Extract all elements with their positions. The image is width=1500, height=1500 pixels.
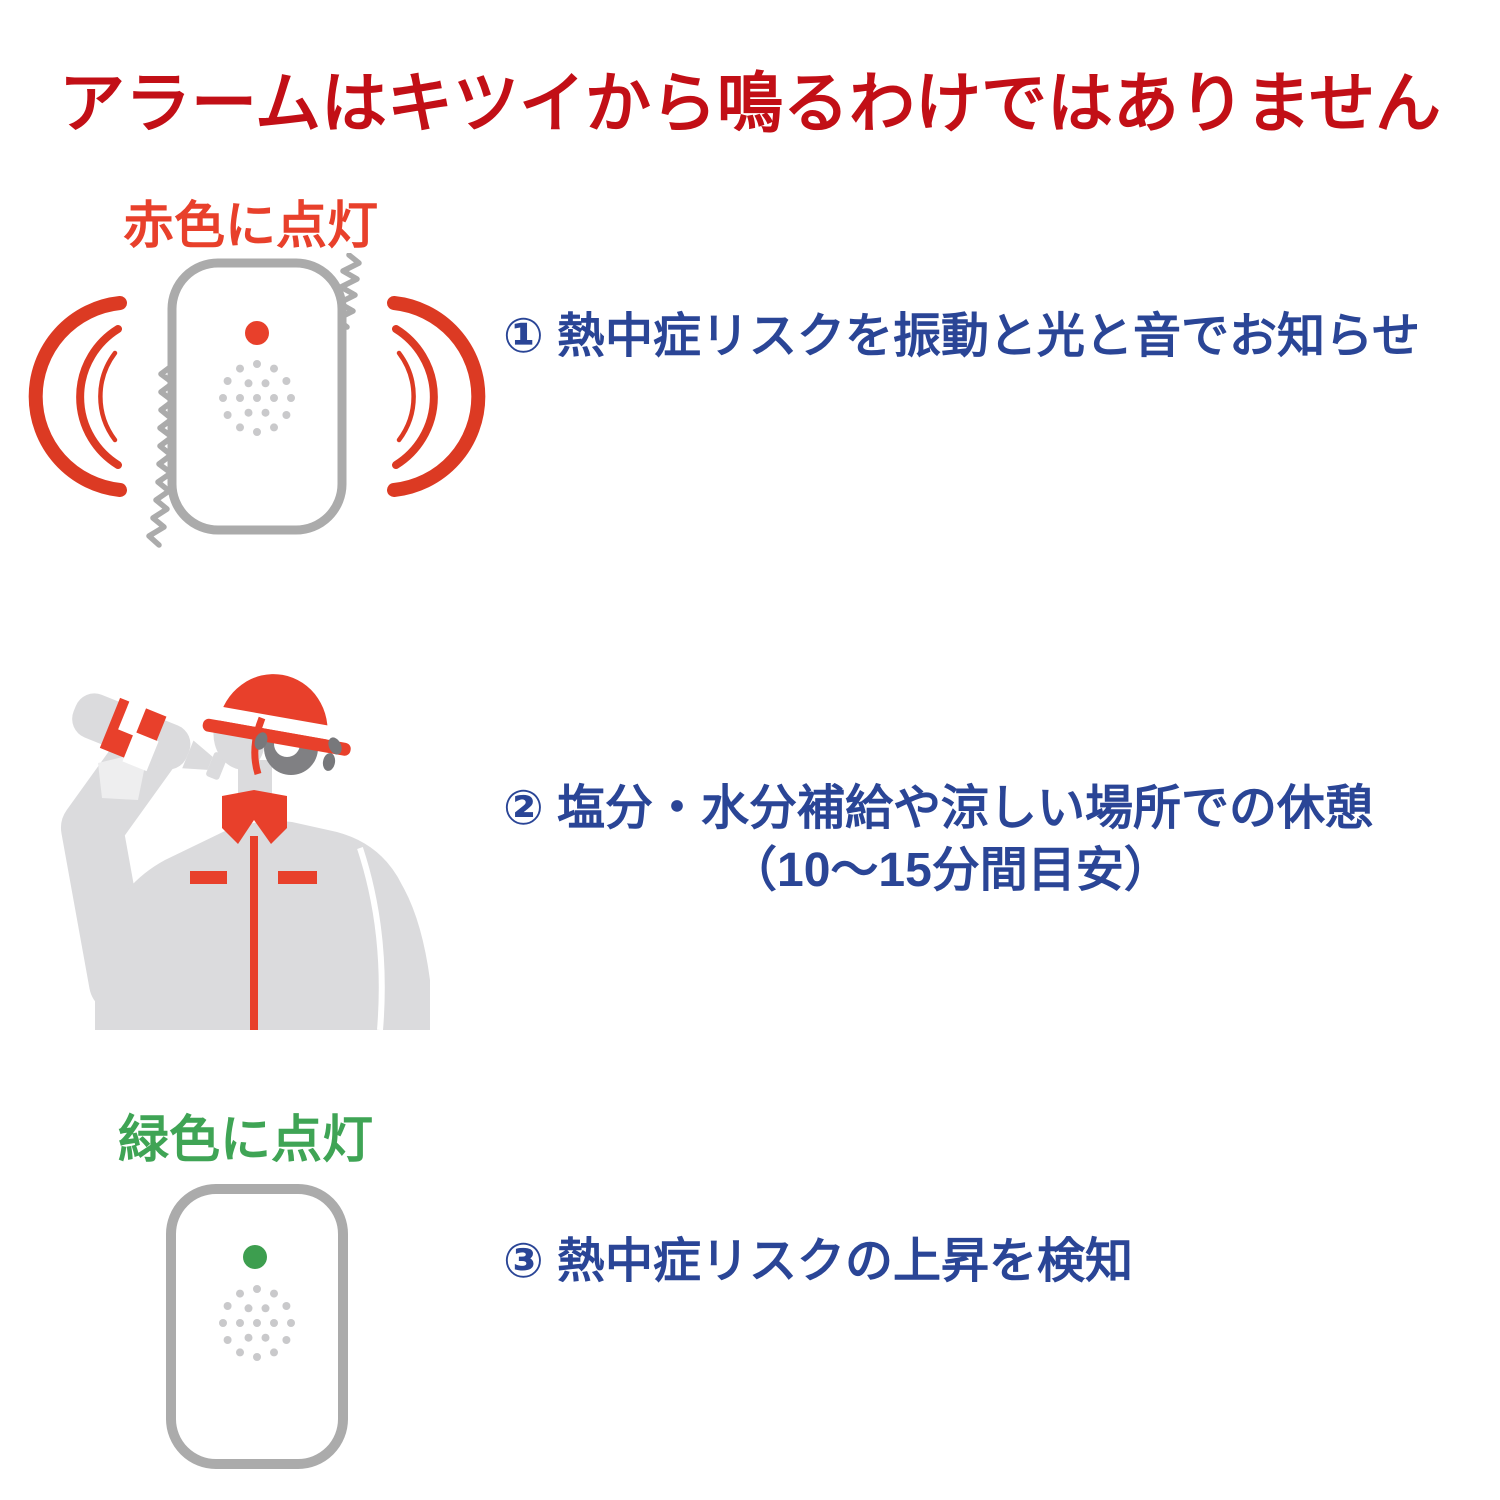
speaker-grille-icon (219, 360, 295, 436)
chin-strap (251, 716, 266, 776)
zipper-line (250, 836, 258, 1030)
step-3-text: ③ 熱中症リスクの上昇を検知 (503, 1235, 1133, 1288)
red-led-indicator-icon (245, 321, 269, 345)
green-led-indicator-icon (243, 1245, 267, 1269)
alarm-device-red-illustration (28, 253, 486, 548)
sound-wave-arcs-left-icon (28, 296, 127, 497)
step-2-text: ② 塩分・水分補給や涼しい場所での休憩 （10〜15分間目安） (503, 778, 1373, 903)
collar (222, 790, 287, 844)
red-light-label: 赤色に点灯 (123, 197, 379, 254)
green-light-label: 緑色に点灯 (118, 1111, 374, 1168)
step-2-line2: （10〜15分間目安） (729, 844, 1172, 898)
arm-seam (357, 847, 385, 1030)
worker-drinking-illustration (61, 674, 430, 1030)
alarm-device-green-illustration (166, 1184, 348, 1469)
safety-helmet-icon (202, 674, 351, 756)
speaker-grille-icon (219, 1285, 295, 1361)
water-bottle-icon (72, 693, 228, 780)
sound-wave-arcs-right-icon (387, 296, 486, 497)
page-title: アラームはキツイから鳴るわけではありません (58, 66, 1442, 140)
pocket-right (278, 871, 317, 884)
sweat-drops-icon (254, 732, 342, 771)
jacket (95, 821, 430, 1030)
pocket-left (190, 871, 227, 884)
step-1-text: ① 熱中症リスクを振動と光と音でお知らせ (503, 310, 1421, 363)
step-2-line1: ② 塩分・水分補給や涼しい場所での休憩 (503, 782, 1373, 835)
